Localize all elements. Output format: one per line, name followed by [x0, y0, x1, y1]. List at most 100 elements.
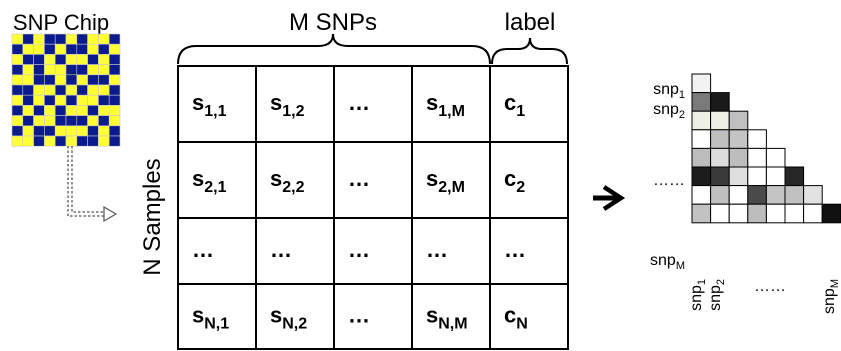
- snp-chip-spot: [87, 94, 99, 106]
- snp-chip-spot: [22, 74, 34, 86]
- snp-chip-spot: [33, 84, 45, 96]
- snp-chip-spot: [98, 84, 110, 96]
- snp-chip-spot: [65, 64, 78, 76]
- ld-cell: [784, 203, 805, 224]
- matrix-cell: c1: [504, 90, 525, 120]
- snp-chip-spot: [11, 105, 24, 116]
- snp-chip-spot: [108, 125, 121, 137]
- snp-chip-spot: [87, 115, 99, 127]
- ld-cell: [710, 185, 730, 205]
- snp-chip-spot: [11, 94, 24, 106]
- ld-cell: [747, 147, 767, 168]
- snp-chip-spot: [76, 105, 88, 116]
- matrix-cell: s2,M: [426, 166, 465, 196]
- snp-chip-spot: [65, 84, 78, 96]
- matrix-ellipsis: …: [348, 237, 370, 262]
- snp-chip-spot: [54, 64, 67, 76]
- snp-chip-spot: [33, 94, 45, 106]
- ld-cell: [691, 166, 712, 187]
- snp-chip-spot: [11, 125, 24, 137]
- label-brace: [491, 37, 568, 65]
- matrix-cell: s1,M: [426, 90, 465, 120]
- ld-cell: [765, 185, 786, 205]
- snp-chip-spot: [87, 43, 99, 55]
- snp-chip-spot: [108, 43, 121, 55]
- snp-chip-spot: [33, 43, 45, 55]
- snp-chip-spot: [33, 64, 45, 76]
- matrix-ellipsis: …: [192, 237, 214, 262]
- snp-chip-spot: [65, 33, 78, 45]
- snp-chip-spot: [108, 115, 121, 127]
- snp-chip-spot: [11, 74, 24, 86]
- snp-chip-spot: [108, 74, 121, 86]
- ld-cell: [691, 92, 712, 112]
- snp-chip-spot: [44, 64, 56, 76]
- matrix-ellipsis: …: [348, 90, 370, 115]
- ld-cell: [710, 129, 730, 149]
- matrix-cell: sN,2: [270, 303, 307, 333]
- ld-cell: [691, 73, 712, 94]
- snp-chip-spot: [11, 43, 24, 55]
- snp-chip-spot: [54, 33, 67, 45]
- snp-chip-spot: [11, 33, 24, 45]
- snp-chip-spot: [98, 33, 110, 45]
- ld-cell: [747, 185, 767, 205]
- snp-chip-spot: [65, 125, 78, 137]
- ld-cell: [691, 203, 712, 224]
- snp-chip-spot: [22, 84, 34, 96]
- matrix-cell: cN: [504, 303, 528, 333]
- ld-cell: [784, 166, 805, 187]
- matrix-ellipsis: …: [270, 237, 292, 262]
- snp-chip-spot: [33, 105, 45, 116]
- snp-chip-spot: [22, 94, 34, 106]
- snp-chip-spot: [87, 33, 99, 45]
- ld-row-label: snp1: [653, 81, 685, 101]
- ld-cell: [747, 203, 767, 224]
- ld-column-label: snp2: [707, 279, 727, 311]
- snp-chip-spot: [98, 115, 110, 127]
- snp-chip-spot: [87, 135, 99, 147]
- snp-chip-spot: [65, 115, 78, 127]
- ld-cell: [691, 129, 712, 149]
- matrix-cell: sN,1: [192, 303, 229, 333]
- matrix-ellipsis: …: [504, 237, 526, 262]
- ld-cell: [803, 185, 823, 205]
- snp-chip-spot: [44, 135, 56, 147]
- ld-cell: [728, 147, 749, 168]
- ld-cell: [747, 129, 767, 149]
- snp-chip-spot: [33, 115, 45, 127]
- snp-chip-spot: [87, 74, 99, 86]
- snp-chip-spot: [44, 84, 56, 96]
- snp-chip-grid: [11, 33, 121, 147]
- snp-chip-spot: [22, 115, 34, 127]
- snp-chip-spot: [108, 84, 121, 96]
- matrix-ellipsis: …: [426, 237, 448, 262]
- snp-brace: [177, 33, 491, 65]
- snp-chip-spot: [65, 54, 78, 65]
- snp-chip-spot: [87, 105, 99, 116]
- header-m-snps: M SNPs: [289, 9, 377, 36]
- ld-cell: [710, 147, 730, 168]
- ld-cell: [728, 185, 749, 205]
- snp-chip-spot: [11, 54, 24, 65]
- ld-cell: [765, 166, 786, 187]
- snp-chip-spot: [54, 43, 67, 55]
- snp-chip-spot: [22, 54, 34, 65]
- ld-cell: [710, 166, 730, 187]
- snp-chip-spot: [76, 115, 88, 127]
- matrix-cell: s2,1: [192, 166, 227, 196]
- ld-triangle-matrix: [691, 73, 841, 224]
- ld-column-label: snpM: [821, 279, 841, 314]
- snp-chip-spot: [76, 74, 88, 86]
- matrix-cell: s2,2: [270, 166, 305, 196]
- matrix-ellipsis: …: [348, 166, 370, 191]
- snp-chip-spot: [98, 135, 110, 147]
- chip-connector-arrow: [67, 146, 118, 223]
- snp-chip-spot: [98, 94, 110, 106]
- snp-chip-spot: [22, 105, 34, 116]
- snp-chip-spot: [22, 64, 34, 76]
- snp-chip-spot: [108, 33, 121, 45]
